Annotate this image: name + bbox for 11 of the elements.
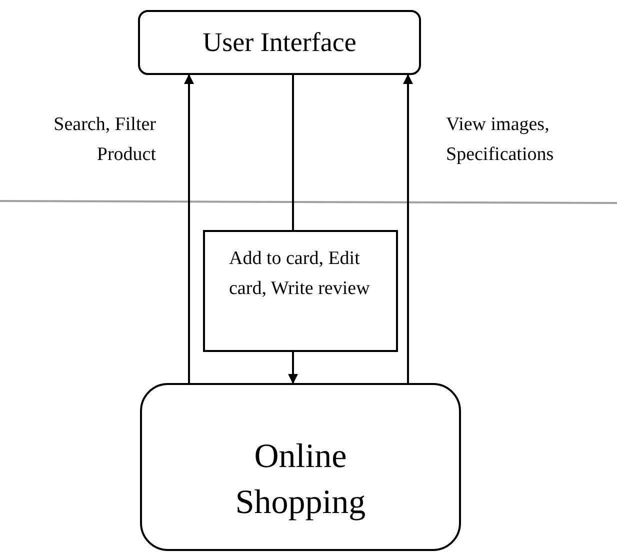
process-box — [203, 230, 398, 352]
node-label: User Interface — [202, 26, 356, 60]
edge-label: View images, Specifications — [446, 113, 555, 167]
edge-label: Search, Filter Product — [52, 113, 156, 167]
node-label: Add to card, Edit card, Write review — [229, 247, 371, 301]
arrow — [288, 352, 298, 384]
node-label: Online Shopping — [234, 437, 367, 523]
process-box — [140, 383, 461, 551]
arrow — [184, 74, 194, 383]
process-box — [138, 10, 421, 75]
arrow — [403, 74, 413, 383]
